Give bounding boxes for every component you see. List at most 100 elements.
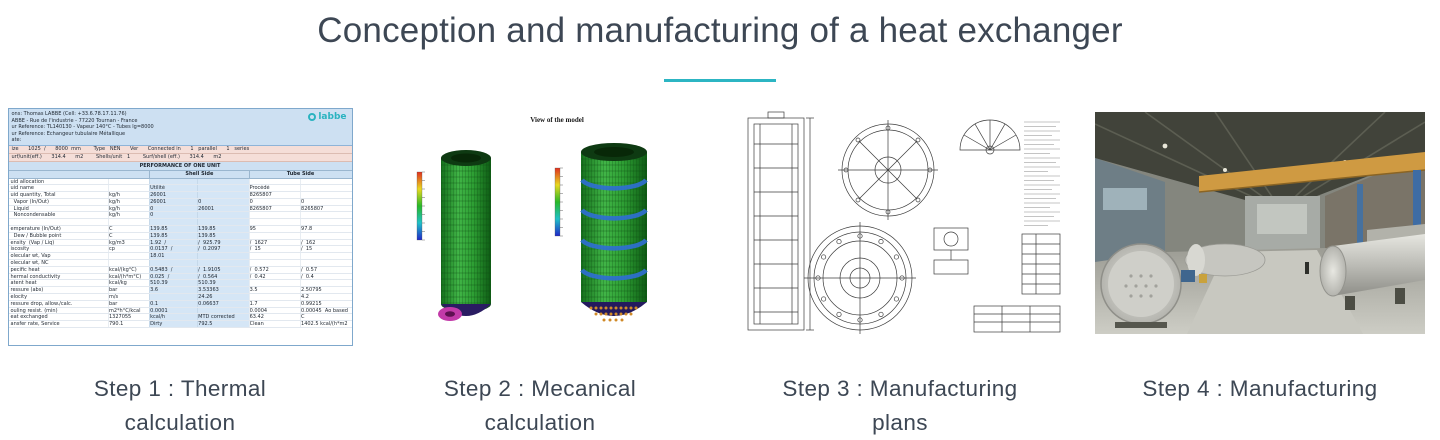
sheet-cell: 1327055 <box>107 314 149 321</box>
sheet-cell <box>197 192 249 198</box>
step4-caption: Step 4 : Manufacturing <box>1142 376 1378 401</box>
sheet-cell: kcal/h <box>149 314 198 321</box>
sheet-cell: ensity (Vap / Liq) <box>10 239 55 246</box>
sheet-cell: Procédé <box>248 185 300 192</box>
sheet-cell: 1.92 / <box>149 239 198 246</box>
sheet-cell <box>300 232 351 239</box>
sheet-cell: 26001 <box>149 192 198 198</box>
steps-row: ons: Thomas LABBE (Cell: +33.6.78.17.11.… <box>0 108 1440 440</box>
sheet-cell <box>248 219 300 226</box>
color-legend-right-icon <box>554 167 563 237</box>
sheet-header-line: ons: Thomas LABBE (Cell: +33.6.78.17.11.… <box>11 111 127 117</box>
sheet-cell <box>248 212 300 219</box>
sheet-cell: C <box>107 232 149 239</box>
sheet-cell: kg/h <box>107 205 149 212</box>
tubesheet-circle-drawing <box>837 120 938 220</box>
page-title: Conception and manufacturing of a heat e… <box>317 11 1123 50</box>
sheet-cell: elocity <box>10 294 28 300</box>
labbe-logo-text: labbe <box>318 112 347 122</box>
step3-image-box <box>737 108 1063 348</box>
title-block-drawing <box>973 305 1060 333</box>
sheet-cell: 1.7 <box>248 300 300 307</box>
sheet-cell <box>248 280 300 287</box>
sheet-cell: m2*h°C/kcal <box>107 307 149 314</box>
blue-column-right <box>1413 170 1421 265</box>
sheet-cell: ressure drop, allow./calc. <box>10 300 73 307</box>
sheet-cell: / 0.57 <box>300 266 351 273</box>
sheet-cell <box>300 260 351 266</box>
sheet-cell <box>197 260 249 266</box>
step-4: Step 4 : Manufacturing <box>1080 108 1440 440</box>
sheet-cell: 26001 <box>197 205 249 212</box>
crane-beam <box>1199 152 1425 192</box>
model-caption: View of the model <box>530 116 584 124</box>
sheet-cell <box>248 232 300 239</box>
sheet-cell: uid name <box>10 185 35 192</box>
sheet-header-line: ur Reference: Echangeur tubulaire Métall… <box>11 130 126 137</box>
sheet-cell: atent heat <box>10 280 37 287</box>
sheet-cell: bar <box>107 300 149 307</box>
sheet-cell: 792.5 <box>197 321 249 328</box>
step2-caption: Step 2 : Mecanical calculation <box>443 376 637 435</box>
sheet-cell: 95 <box>248 226 300 232</box>
sheet-cell: kcal/kg <box>107 280 149 287</box>
sheet-cell: ressure (abs) <box>10 287 44 294</box>
sheet-cell <box>197 253 249 260</box>
sheet-cell <box>107 219 149 226</box>
sheet-cell: Dew / Bubble point <box>10 232 62 239</box>
sheet-cell: / 0.4 <box>300 273 351 280</box>
end-wall-opening <box>1257 204 1307 234</box>
sheet-cell <box>197 219 249 226</box>
sheet-cell: 1402.5 kcal/(h*m2 <box>300 321 351 328</box>
sheet-cell: olecular wt, Vap <box>10 253 51 260</box>
step-3: Step 3 : Manufacturing plans <box>720 108 1080 440</box>
sheet-cell: 139.85 <box>197 226 249 232</box>
sheet-header: ons: Thomas LABBE (Cell: +33.6.78.17.11.… <box>8 109 352 146</box>
mechanical-model-image: View of the model <box>405 108 675 343</box>
section-header: Conception and manufacturing of a heat e… <box>0 0 1440 82</box>
sheet-size-row: ize 1025 / 8000 mm Type NEN Ver Connecte… <box>8 145 352 154</box>
sheet-cell: / 15 <box>300 246 351 253</box>
sheet-cell: Noncondensable <box>10 212 56 219</box>
sheet-cell: Vapor (In/Out) <box>10 198 49 205</box>
vessel-elevation-drawing <box>747 111 814 331</box>
sheet-cell: 97.8 <box>300 226 351 232</box>
shell-side-header: Shell Side <box>149 170 248 178</box>
sheet-cell: / 1627 <box>248 239 300 246</box>
sheet-cell: / 925.79 <box>197 239 249 246</box>
flange-circle-drawing <box>803 222 916 334</box>
sheet-cell: 3.6 <box>149 287 198 294</box>
exchanger-shell-middle <box>1184 243 1266 277</box>
sheet-cell: 26001 <box>149 198 198 205</box>
exchanger-shell-right <box>1319 224 1425 310</box>
sheet-cell: kcal/(h*m°C) <box>107 273 149 280</box>
sheet-header-lines: ons: Thomas LABBE (Cell: +33.6.78.17.11.… <box>12 111 349 144</box>
sheet-cell: uid quantity, Total <box>10 192 56 198</box>
sheet-cell <box>248 260 300 266</box>
sheet-cell: / 0.564 <box>197 273 249 280</box>
sheet-cell: 0.00045 Ao based <box>300 307 351 314</box>
sheet-cell: 139.85 <box>197 232 249 239</box>
sheet-cell: 2.50795 <box>300 287 351 294</box>
sheet-cell: 4.2 <box>300 294 351 300</box>
sheet-cell: 790.1 <box>107 321 149 328</box>
sheet-cell <box>197 212 249 219</box>
sheet-cell: 18.01 <box>149 253 198 260</box>
sheet-cell: C <box>107 226 149 232</box>
sheet-cell: / 15 <box>248 246 300 253</box>
sheet-cell <box>248 253 300 260</box>
thermal-datasheet-image: ons: Thomas LABBE (Cell: +33.6.78.17.11.… <box>7 108 353 346</box>
sheet-row: uid allocation <box>8 178 352 186</box>
step2-image-box: View of the model <box>405 108 675 348</box>
sheet-cell: Liquid <box>10 205 29 212</box>
sheet-cell: kg/h <box>107 198 149 205</box>
sheet-header-line: ABBE - Rue de l'industrie - 77220 Tourna… <box>11 117 138 124</box>
step-1: ons: Thomas LABBE (Cell: +33.6.78.17.11.… <box>0 108 360 440</box>
